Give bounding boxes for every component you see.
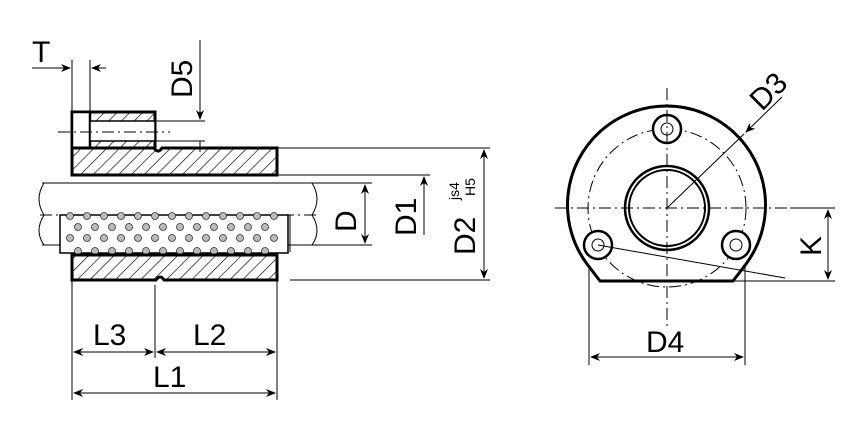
balls [66,212,278,255]
ball [74,247,82,255]
ball-cage [59,214,289,254]
ball [108,247,116,255]
upper-body-section [70,146,279,177]
label-D2: D2 [449,217,482,255]
ball [159,247,167,255]
ball [270,212,278,220]
lower-body-section [70,253,279,282]
label-T: T [32,36,50,69]
ball [219,234,227,242]
label-D1: D1 [390,198,423,236]
ball [244,223,252,231]
label-D5: D5 [166,60,199,98]
ball [66,212,74,220]
ball [91,247,99,255]
ball [185,212,193,220]
ball [236,234,244,242]
side-view: T D5 D D1 D2 js4 H5 L3 L2 L1 [32,36,490,400]
ball [142,247,150,255]
ball [236,212,244,220]
ball [253,234,261,242]
ball [159,223,167,231]
ball [210,247,218,255]
ball [210,223,218,231]
ball [193,223,201,231]
ball [193,247,201,255]
ball [227,223,235,231]
ball [134,212,142,220]
ball [74,223,82,231]
label-K: K [795,236,828,256]
label-D: D [330,210,363,232]
ball [117,234,125,242]
label-D2-tol-upper: js4 [446,182,462,201]
ball [261,223,269,231]
ball [253,212,261,220]
ball [83,234,91,242]
ball [100,212,108,220]
label-D3: D3 [744,66,794,116]
ball [244,247,252,255]
ball [219,212,227,220]
label-L1: L1 [153,361,186,394]
ball [83,212,91,220]
ball [142,223,150,231]
label-L2: L2 [193,319,226,352]
ball [151,234,159,242]
ball [270,234,278,242]
ball [227,247,235,255]
ball [168,212,176,220]
label-D2-tol-lower: H5 [462,178,478,196]
ball [185,234,193,242]
ball [168,234,176,242]
label-L3: L3 [93,319,126,352]
bolt-head [70,110,92,150]
ball [125,223,133,231]
front-view: D3 K D4 [555,66,835,365]
ball [176,247,184,255]
label-D4: D4 [646,326,684,359]
ball [134,234,142,242]
ball [125,247,133,255]
ball [202,234,210,242]
ball [66,234,74,242]
ball [261,247,269,255]
ball [91,223,99,231]
ball [151,212,159,220]
ball [176,223,184,231]
ball [100,234,108,242]
bolt-bore [89,120,156,142]
ball [108,223,116,231]
ball [117,212,125,220]
ball [202,212,210,220]
